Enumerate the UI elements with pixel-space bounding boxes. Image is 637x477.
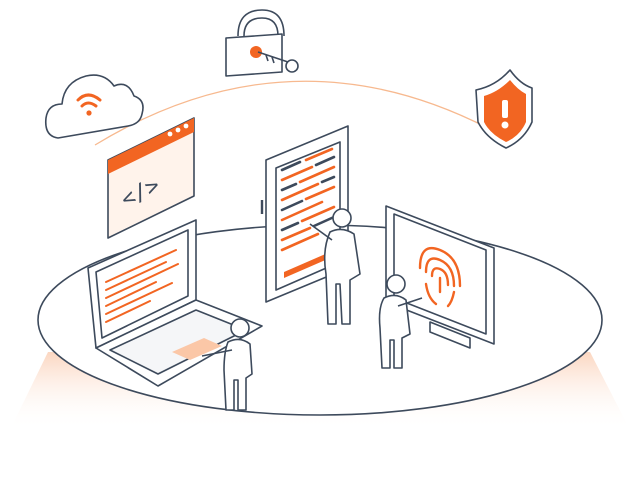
shield-warning-icon xyxy=(475,69,533,149)
person-laptop xyxy=(201,318,253,411)
fingerprint-monitor-icon xyxy=(385,205,495,349)
orbit-arc xyxy=(94,80,511,146)
person-monitor xyxy=(378,274,423,369)
padlock-key-icon xyxy=(225,9,299,77)
laptop-icon xyxy=(87,219,263,387)
person-tablet xyxy=(309,208,361,325)
code-window-icon: </> xyxy=(107,117,195,239)
wifi-cloud-icon xyxy=(44,74,144,139)
